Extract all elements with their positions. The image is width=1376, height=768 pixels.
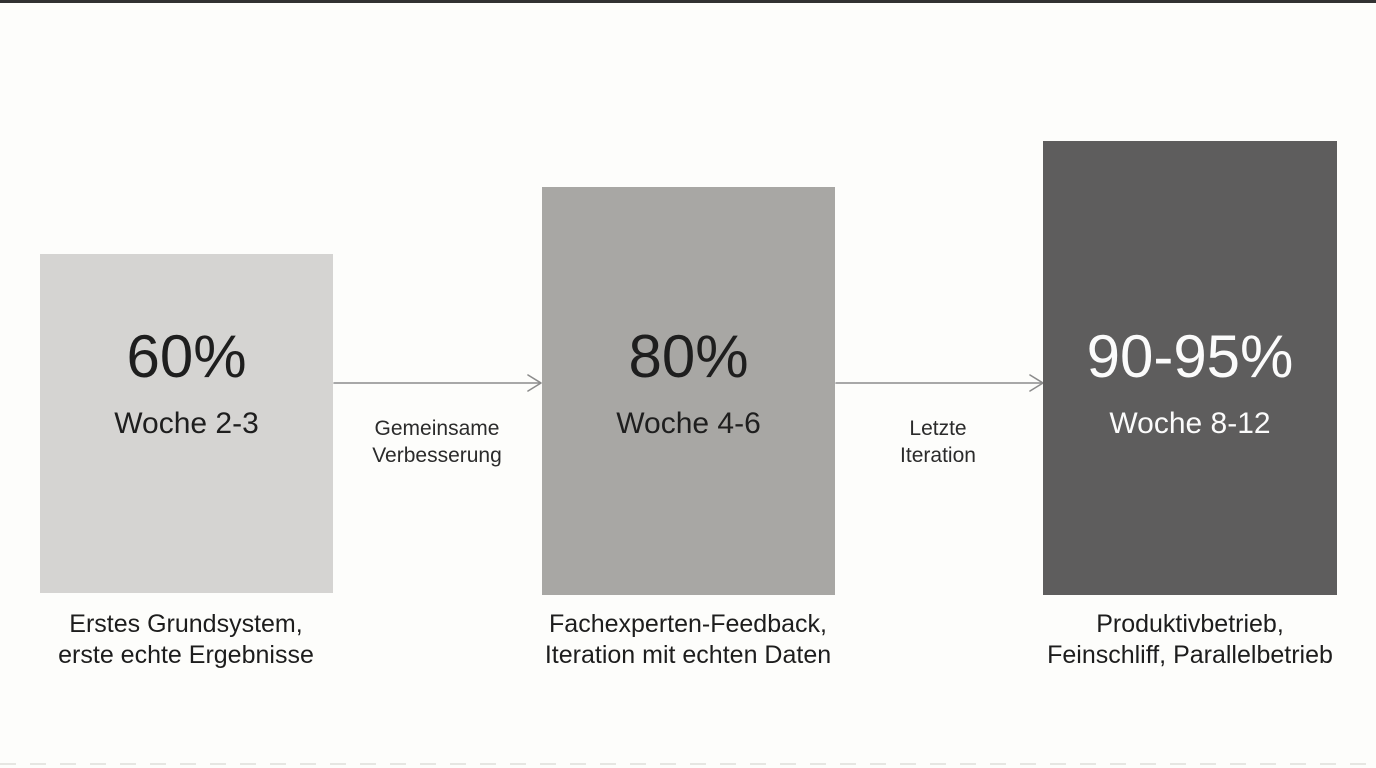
stage-3-caption-line2: Feinschliff, Parallelbetrieb (1047, 641, 1333, 669)
stage-1-week: Woche 2-3 (114, 407, 259, 440)
arrow-2-label-line2: Iteration (900, 444, 976, 467)
arrow-right-icon (333, 374, 542, 392)
stage-3-box: 90-95% Woche 8-12 (1043, 141, 1337, 595)
stage-3-caption: Produktivbetrieb, Feinschliff, Parallelb… (1010, 609, 1370, 671)
arrow-right-icon (835, 374, 1044, 392)
stage-2-box: 80% Woche 4-6 (542, 187, 835, 595)
stage-2-caption-line1: Fachexperten-Feedback, (549, 610, 827, 638)
stage-2-week: Woche 4-6 (616, 407, 761, 440)
arrow-1-label-line1: Gemeinsame (374, 417, 500, 440)
stage-1-caption-line1: Erstes Grundsystem, (69, 610, 303, 638)
arrow-1-label: Gemeinsame Verbesserung (327, 415, 547, 469)
stage-2-caption: Fachexperten-Feedback, Iteration mit ech… (508, 609, 868, 671)
top-edge-strip (0, 0, 1376, 3)
stage-1-percent: 60% (126, 323, 247, 390)
stage-3-percent: 90-95% (1086, 323, 1294, 390)
stage-2-percent: 80% (628, 323, 749, 390)
stage-2-caption-line2: Iteration mit echten Daten (544, 641, 832, 669)
arrow-2-label-line1: Letzte (909, 417, 967, 440)
stage-1-caption-line2: erste echte Ergebnisse (58, 641, 314, 669)
arrow-2-label: Letzte Iteration (828, 415, 1048, 469)
stage-1-caption: Erstes Grundsystem, erste echte Ergebnis… (6, 609, 366, 671)
stage-3-week: Woche 8-12 (1109, 407, 1271, 440)
stage-1-box: 60% Woche 2-3 (40, 254, 333, 593)
stage-3-caption-line1: Produktivbetrieb, (1096, 610, 1284, 638)
bottom-grain-line (0, 763, 1376, 765)
arrow-1-label-line2: Verbesserung (372, 444, 502, 467)
